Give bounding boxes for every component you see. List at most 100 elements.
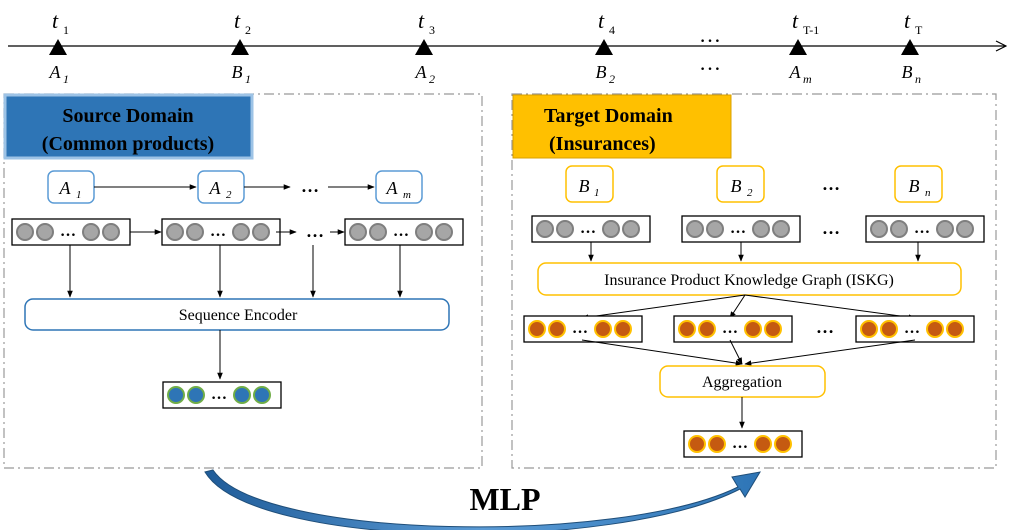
- vector-ellipsis: …: [580, 220, 596, 237]
- target-vector: …: [531, 215, 651, 243]
- timeline-marker: [595, 39, 613, 55]
- kg-output-arrow-2: [729, 294, 746, 319]
- target-title-box: [512, 94, 732, 159]
- vector-element: [956, 220, 974, 238]
- source-item-sub: 1: [76, 189, 82, 201]
- vector-ellipsis: …: [904, 320, 920, 337]
- timeline-ellipsis-top: …: [699, 22, 721, 47]
- sequence-encoder-label: Sequence Encoder: [179, 307, 298, 324]
- vector-element: [186, 223, 204, 241]
- timeline-time-sub: T: [915, 23, 923, 37]
- vector-element: [102, 223, 120, 241]
- vector-element: [166, 223, 184, 241]
- vector-element: [936, 220, 954, 238]
- timeline-item-label: A: [49, 62, 62, 82]
- target-domain-panel: Target Domain (Insurances) B 1 B 2 … B n…: [511, 93, 997, 469]
- vector-ellipsis: …: [393, 223, 409, 240]
- knowledge-graph-label: Insurance Product Knowledge Graph (ISKG): [604, 272, 894, 289]
- timeline-item-sub: 1: [245, 72, 251, 86]
- timeline-time-label: t: [234, 8, 241, 33]
- target-enriched-vector: …: [523, 315, 643, 343]
- vector-ellipsis: …: [722, 320, 738, 337]
- source-title-line2: (Common products): [42, 133, 214, 155]
- timeline-time-label: t: [904, 8, 911, 33]
- vector-element: [602, 220, 620, 238]
- timeline-item-label: A: [415, 62, 428, 82]
- target-vector: …: [865, 215, 985, 243]
- target-item-sub: n: [925, 187, 931, 199]
- timeline-ellipsis-bottom: …: [699, 50, 721, 75]
- target-enriched-vector: …: [855, 315, 975, 343]
- source-domain-panel: Source Domain (Common products) A 1 A 2 …: [3, 93, 483, 469]
- source-item-am: A m: [375, 170, 423, 204]
- source-output-embedding: …: [162, 381, 282, 409]
- target-enriched-ellipsis: …: [816, 317, 834, 337]
- target-item-b2: B 2: [716, 165, 765, 203]
- vector-element: [556, 220, 574, 238]
- vector-element: [678, 320, 696, 338]
- target-output-embedding: …: [683, 430, 803, 458]
- vector-element: [688, 435, 706, 453]
- mlp-curve-arrow: [204, 469, 761, 530]
- source-vector: …: [11, 218, 131, 246]
- source-item-letter: A: [209, 178, 222, 198]
- target-item-letter: B: [909, 176, 920, 196]
- source-vector: …: [161, 218, 281, 246]
- vector-element: [614, 320, 632, 338]
- source-title-box: [3, 93, 254, 160]
- vector-element: [860, 320, 878, 338]
- vector-ellipsis: …: [210, 223, 226, 240]
- timeline-marker: [901, 39, 919, 55]
- timeline-time-sub: 4: [609, 23, 615, 37]
- agg-input-arrow-3: [744, 339, 916, 366]
- vector-element: [16, 223, 34, 241]
- vector-element: [187, 386, 205, 404]
- vector-ellipsis: …: [572, 320, 588, 337]
- timeline-item-sub: 2: [429, 72, 435, 86]
- timeline-item-label: B: [596, 62, 607, 82]
- target-item-ellipsis: …: [822, 174, 840, 194]
- mlp-transfer-arrow: MLP: [204, 469, 761, 530]
- vector-element: [870, 220, 888, 238]
- vector-element: [752, 220, 770, 238]
- timeline-marker: [231, 39, 249, 55]
- vector-element: [36, 223, 54, 241]
- timeline-marker: [49, 39, 67, 55]
- kg-output-arrow-3: [744, 294, 916, 320]
- target-title-line1: Target Domain: [544, 105, 673, 127]
- vector-element: [880, 320, 898, 338]
- vector-element: [548, 320, 566, 338]
- timeline-time-label: t: [418, 8, 425, 33]
- vector-ellipsis: …: [732, 435, 748, 452]
- mlp-label: MLP: [469, 481, 540, 517]
- vector-ellipsis: …: [914, 220, 930, 237]
- target-enriched-vector: …: [673, 315, 793, 343]
- target-item-letter: B: [731, 176, 742, 196]
- vector-element: [764, 320, 782, 338]
- vector-element: [253, 386, 271, 404]
- vector-element: [774, 435, 792, 453]
- source-panel-frame: [3, 93, 483, 469]
- timeline-marker: [415, 39, 433, 55]
- source-item-sub: m: [403, 189, 411, 201]
- target-item-letter: B: [579, 176, 590, 196]
- aggregation-label: Aggregation: [702, 374, 782, 391]
- agg-input-arrow-1: [581, 339, 743, 366]
- target-item-bn: B n: [894, 165, 943, 203]
- vector-element: [622, 220, 640, 238]
- vector-element: [754, 435, 772, 453]
- source-item-sub: 2: [226, 189, 232, 201]
- target-output-vector: …: [683, 430, 803, 458]
- vector-element: [686, 220, 704, 238]
- target-item-b1: B 1: [565, 165, 614, 203]
- timeline-item-label: B: [232, 62, 243, 82]
- vector-element: [744, 320, 762, 338]
- kg-output-arrow-1: [581, 294, 746, 320]
- vector-element: [252, 223, 270, 241]
- timeline-item-label: B: [902, 62, 913, 82]
- timeline-time-label: t: [792, 8, 799, 33]
